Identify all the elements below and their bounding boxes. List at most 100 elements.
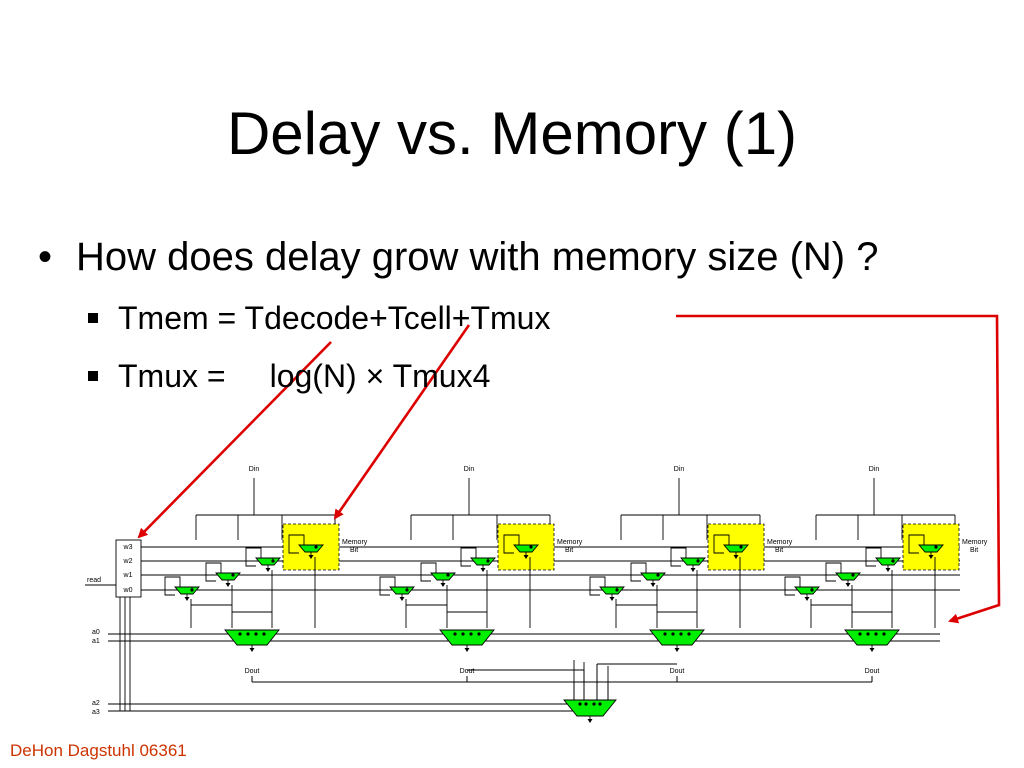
bank-mux <box>224 629 280 646</box>
feedback-wire <box>589 576 606 596</box>
footer-credit: DeHon Dagstuhl 06361 <box>10 741 187 760</box>
mux-output-arrow <box>225 583 231 587</box>
mux-output-arrow <box>928 555 934 559</box>
junction-dot <box>238 632 242 636</box>
bank-mux <box>439 629 495 646</box>
junction-dot <box>461 632 465 636</box>
mux-output-arrow <box>523 555 529 559</box>
mux-output-arrow <box>804 597 810 601</box>
address-label: a2 <box>92 700 100 707</box>
cell-mux <box>875 557 901 566</box>
dout-label: Dout <box>670 668 685 675</box>
mux-output-arrow <box>249 648 255 652</box>
din-label: Din <box>869 466 880 473</box>
mux-output-arrow <box>440 583 446 587</box>
junction-dot <box>453 632 457 636</box>
feedback-wire <box>908 534 925 554</box>
address-label: a0 <box>92 629 100 636</box>
cell-mux <box>215 572 241 581</box>
memory-label: Memory <box>962 539 988 546</box>
feedback-wire <box>164 576 181 596</box>
junction-dot <box>858 632 862 636</box>
annotation-arrows <box>137 314 1001 624</box>
junction-dot <box>671 632 675 636</box>
dout-label: Dout <box>245 668 260 675</box>
feedback-wire <box>713 534 730 554</box>
mux-output-arrow <box>650 583 656 587</box>
mux-output-arrow <box>399 597 405 601</box>
word-line-label: w2 <box>123 558 133 565</box>
din-label: Din <box>674 466 685 473</box>
read-label: read <box>87 577 101 584</box>
cell-mux <box>174 586 200 595</box>
bit-label: Bit <box>350 547 358 554</box>
junction-dot <box>679 632 683 636</box>
cell-mux <box>470 557 496 566</box>
mux-output-arrow <box>464 648 470 652</box>
memory-label: Memory <box>767 539 793 546</box>
square-bullet-icon <box>88 370 98 381</box>
junction-dot <box>246 632 250 636</box>
word-line-label: w1 <box>123 572 133 579</box>
feedback-wire <box>205 562 222 582</box>
cell-mux <box>599 586 625 595</box>
mux-output-arrow <box>690 568 696 572</box>
bit-label: Bit <box>970 547 978 554</box>
cell-mux <box>389 586 415 595</box>
cell-mux <box>794 586 820 595</box>
cell-mux <box>640 572 666 581</box>
junction-dot <box>592 702 596 706</box>
arrow-to-memory-bit <box>333 324 471 520</box>
bullet-question: • How does delay grow with memory size (N… <box>38 232 878 282</box>
mux-output-arrow <box>885 568 891 572</box>
mux-output-arrow <box>674 648 680 652</box>
feedback-wire <box>630 562 647 582</box>
final-mux <box>563 699 617 717</box>
memory-label: Memory <box>557 539 583 546</box>
bit-label: Bit <box>565 547 573 554</box>
mux-output-arrow <box>480 568 486 572</box>
mux-output-arrow <box>184 597 190 601</box>
arrow-to-decoder <box>137 341 332 539</box>
feedback-wire <box>503 534 520 554</box>
cell-mux <box>835 572 861 581</box>
memory-label: Memory <box>342 539 368 546</box>
cell-mux <box>680 557 706 566</box>
junction-dot <box>262 632 266 636</box>
din-label: Din <box>249 466 260 473</box>
tmem-equation: Tmem = Tdecode+Tcell+Tmux <box>118 300 551 336</box>
tmux-lhs: Tmux = <box>118 358 226 394</box>
din-label: Din <box>464 466 475 473</box>
junction-dot <box>866 632 870 636</box>
bullet-tmem: Tmem = Tdecode+Tcell+Tmux <box>88 298 550 338</box>
bullet-tmux: Tmux = log(N) × Tmux4 <box>88 356 490 396</box>
square-bullet-icon <box>88 312 98 323</box>
junction-dot <box>882 632 886 636</box>
bank-mux <box>649 629 705 646</box>
mux-output-arrow <box>308 555 314 559</box>
word-line-label: w0 <box>123 587 133 594</box>
mux-output-arrow <box>609 597 615 601</box>
dout-label: Dout <box>865 668 880 675</box>
bullet-question-text: How does delay grow with memory size (N)… <box>76 235 879 279</box>
junction-dot <box>477 632 481 636</box>
junction-dot <box>469 632 473 636</box>
mux-output-arrow <box>587 719 593 723</box>
junction-dot <box>687 632 691 636</box>
tmux-rhs: log(N) × Tmux4 <box>269 358 491 394</box>
cell-mux <box>255 557 281 566</box>
cell-mux <box>430 572 456 581</box>
feedback-wire <box>420 562 437 582</box>
feedback-wire <box>865 547 882 567</box>
mux-output-arrow <box>265 568 271 572</box>
dout-label: Dout <box>460 668 475 675</box>
address-label: a1 <box>92 638 100 645</box>
bank-mux <box>844 629 900 646</box>
slide-title: Delay vs. Memory (1) <box>226 100 798 167</box>
junction-dot <box>584 702 588 706</box>
address-label: a3 <box>92 709 100 716</box>
feedback-wire <box>379 576 396 596</box>
bullet-dot: • <box>38 235 53 279</box>
feedback-wire <box>670 547 687 567</box>
